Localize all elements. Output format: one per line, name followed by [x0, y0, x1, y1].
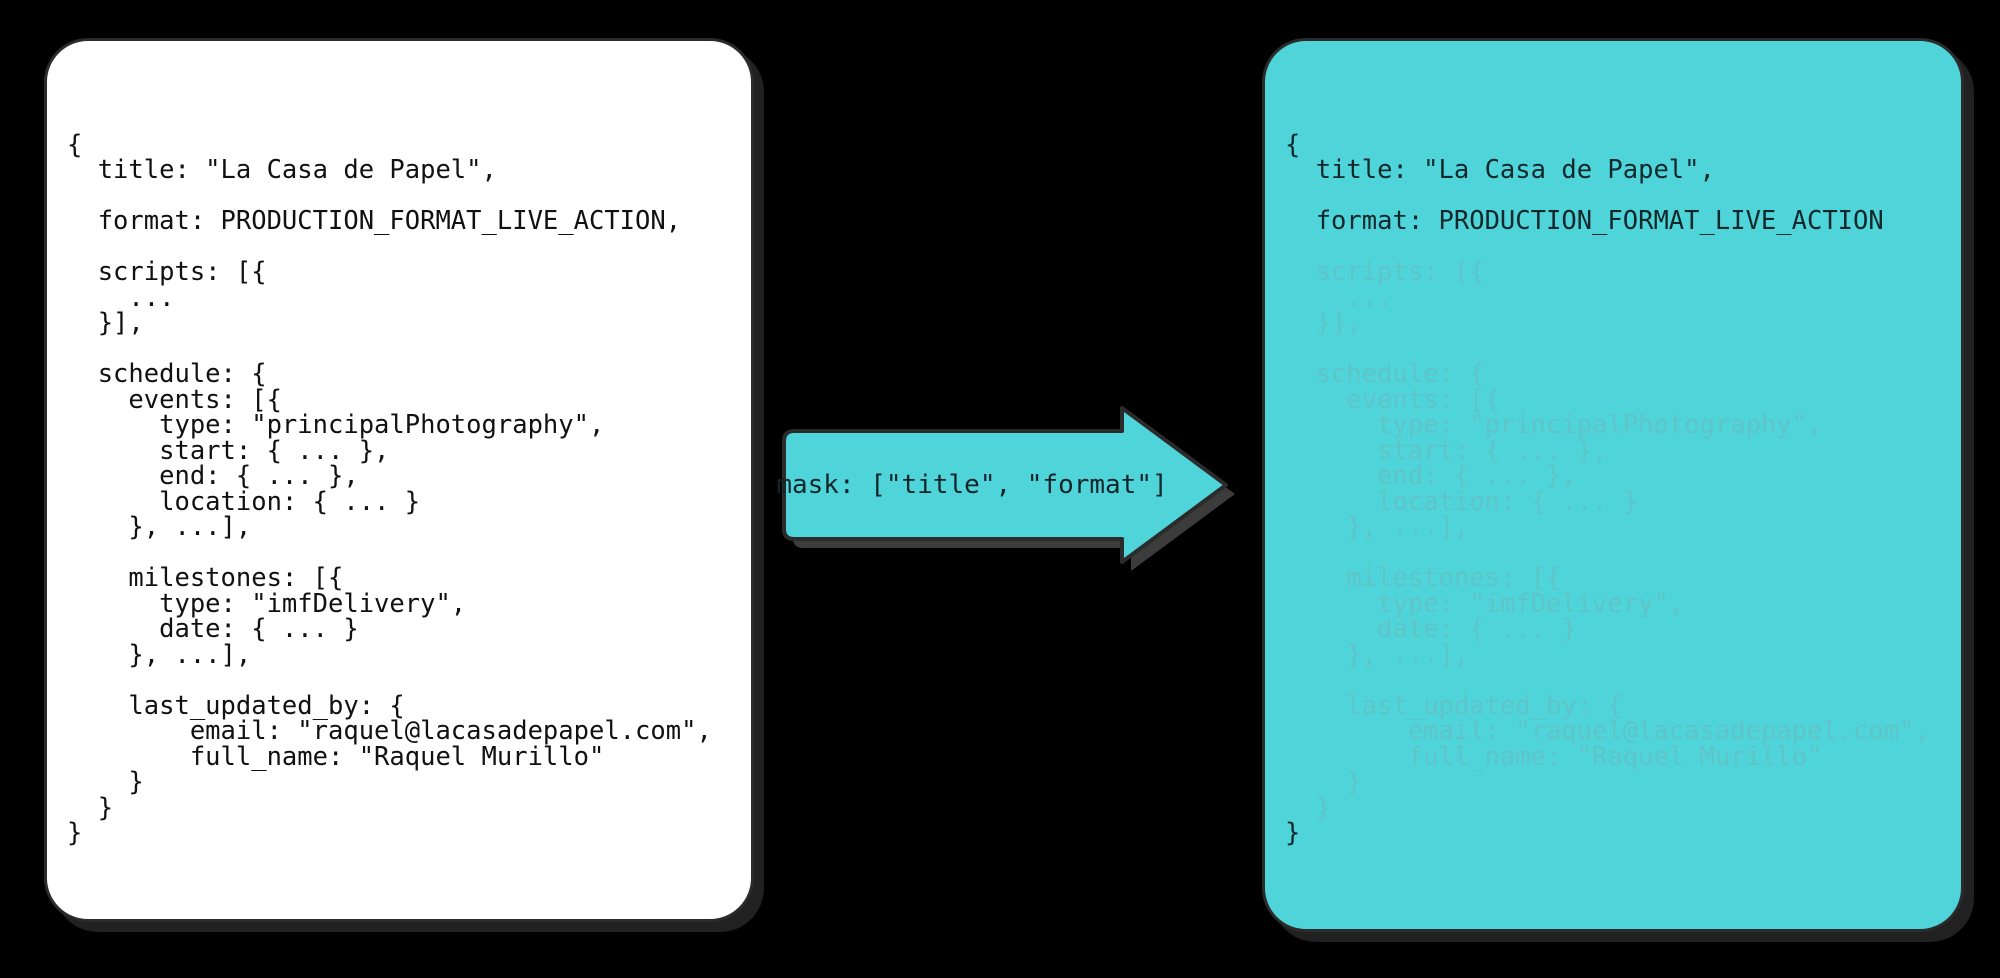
source-code-line: { [67, 129, 83, 160]
source-code-line: } [67, 767, 144, 797]
masked-code-line-masked: end: { ... }, [1285, 461, 1577, 491]
masked-record-code: { title: "La Casa de Papel", format: PRO… [1265, 67, 1961, 955]
mask-arrow-group: mask: ["title", "format"] [770, 405, 1235, 571]
source-code-line: milestones: [{ [67, 563, 344, 593]
source-code-line: }, ...], [67, 512, 252, 542]
masked-code-line-masked: last_updated_by: { [1285, 690, 1623, 721]
masked-code-line-kept: title: "La Casa de Papel", [1285, 155, 1715, 185]
source-code-line: } [67, 792, 114, 823]
masked-code-line-masked: }, ...], [1285, 639, 1470, 670]
masked-code-line-masked: email: "raquel@lacasadepapel.com", [1285, 716, 1930, 746]
masked-code-line-masked: location: { ... } [1285, 486, 1639, 517]
masked-code-line-masked: } [1285, 767, 1362, 797]
source-code-line [67, 668, 751, 694]
source-code-line: end: { ... }, [67, 461, 359, 491]
masked-code-line-masked: }, ...], [1285, 512, 1470, 542]
source-code-line: full_name: "Raquel Murillo" [67, 741, 605, 772]
source-record-card: { title: "La Casa de Papel", format: PRO… [44, 38, 754, 922]
source-code-line: type: "imfDelivery", [67, 588, 467, 619]
masked-code-line-masked: }], [1285, 308, 1362, 338]
source-code-line: }, ...], [67, 639, 252, 670]
masked-code-line-masked: } [1285, 792, 1332, 823]
source-code-line: scripts: [{ [67, 257, 267, 287]
source-code-line: location: { ... } [67, 486, 421, 517]
masked-code-line-kept: } [1285, 818, 1301, 848]
source-code-line: } [67, 818, 83, 848]
masked-code-line-masked: date: { ... } [1285, 614, 1577, 644]
source-record-code: { title: "La Casa de Papel", format: PRO… [47, 67, 751, 945]
source-code-line: format: PRODUCTION_FORMAT_LIVE_ACTION, [67, 206, 682, 236]
source-code-line: title: "La Casa de Papel", [67, 155, 497, 185]
masked-code-line-kept: format: PRODUCTION_FORMAT_LIVE_ACTION [1285, 206, 1884, 236]
masked-code-line-masked: events: [{ [1285, 384, 1500, 415]
source-code-line: events: [{ [67, 384, 282, 415]
source-code-line: type: "principalPhotography", [67, 410, 605, 440]
masked-record-card: { title: "La Casa de Papel", format: PRO… [1262, 38, 1964, 932]
source-code-line: email: "raquel@lacasadepapel.com", [67, 716, 712, 746]
masked-code-line-masked: ... [1285, 282, 1393, 313]
masked-code-line-masked: full_name: "Raquel Murillo" [1285, 741, 1823, 772]
masked-code-line-kept: { [1285, 129, 1301, 160]
source-code-line: ... [67, 282, 175, 313]
source-code-line: start: { ... }, [67, 435, 390, 466]
masked-code-line-masked: type: "imfDelivery", [1285, 588, 1685, 619]
source-code-line: date: { ... } [67, 614, 359, 644]
masked-code-line-masked: milestones: [{ [1285, 563, 1562, 593]
source-code-line: last_updated_by: { [67, 690, 405, 721]
masked-code-line-masked: schedule: { [1285, 359, 1485, 389]
masked-code-line-masked: type: "principalPhotography", [1285, 410, 1823, 440]
source-code-line: schedule: { [67, 359, 267, 389]
masked-code-line-masked [1285, 668, 1961, 694]
mask-arrow-shape [782, 406, 1228, 564]
masked-code-line-masked: start: { ... }, [1285, 435, 1608, 466]
masked-code-line-masked: scripts: [{ [1285, 257, 1485, 287]
source-code-line: }], [67, 308, 144, 338]
